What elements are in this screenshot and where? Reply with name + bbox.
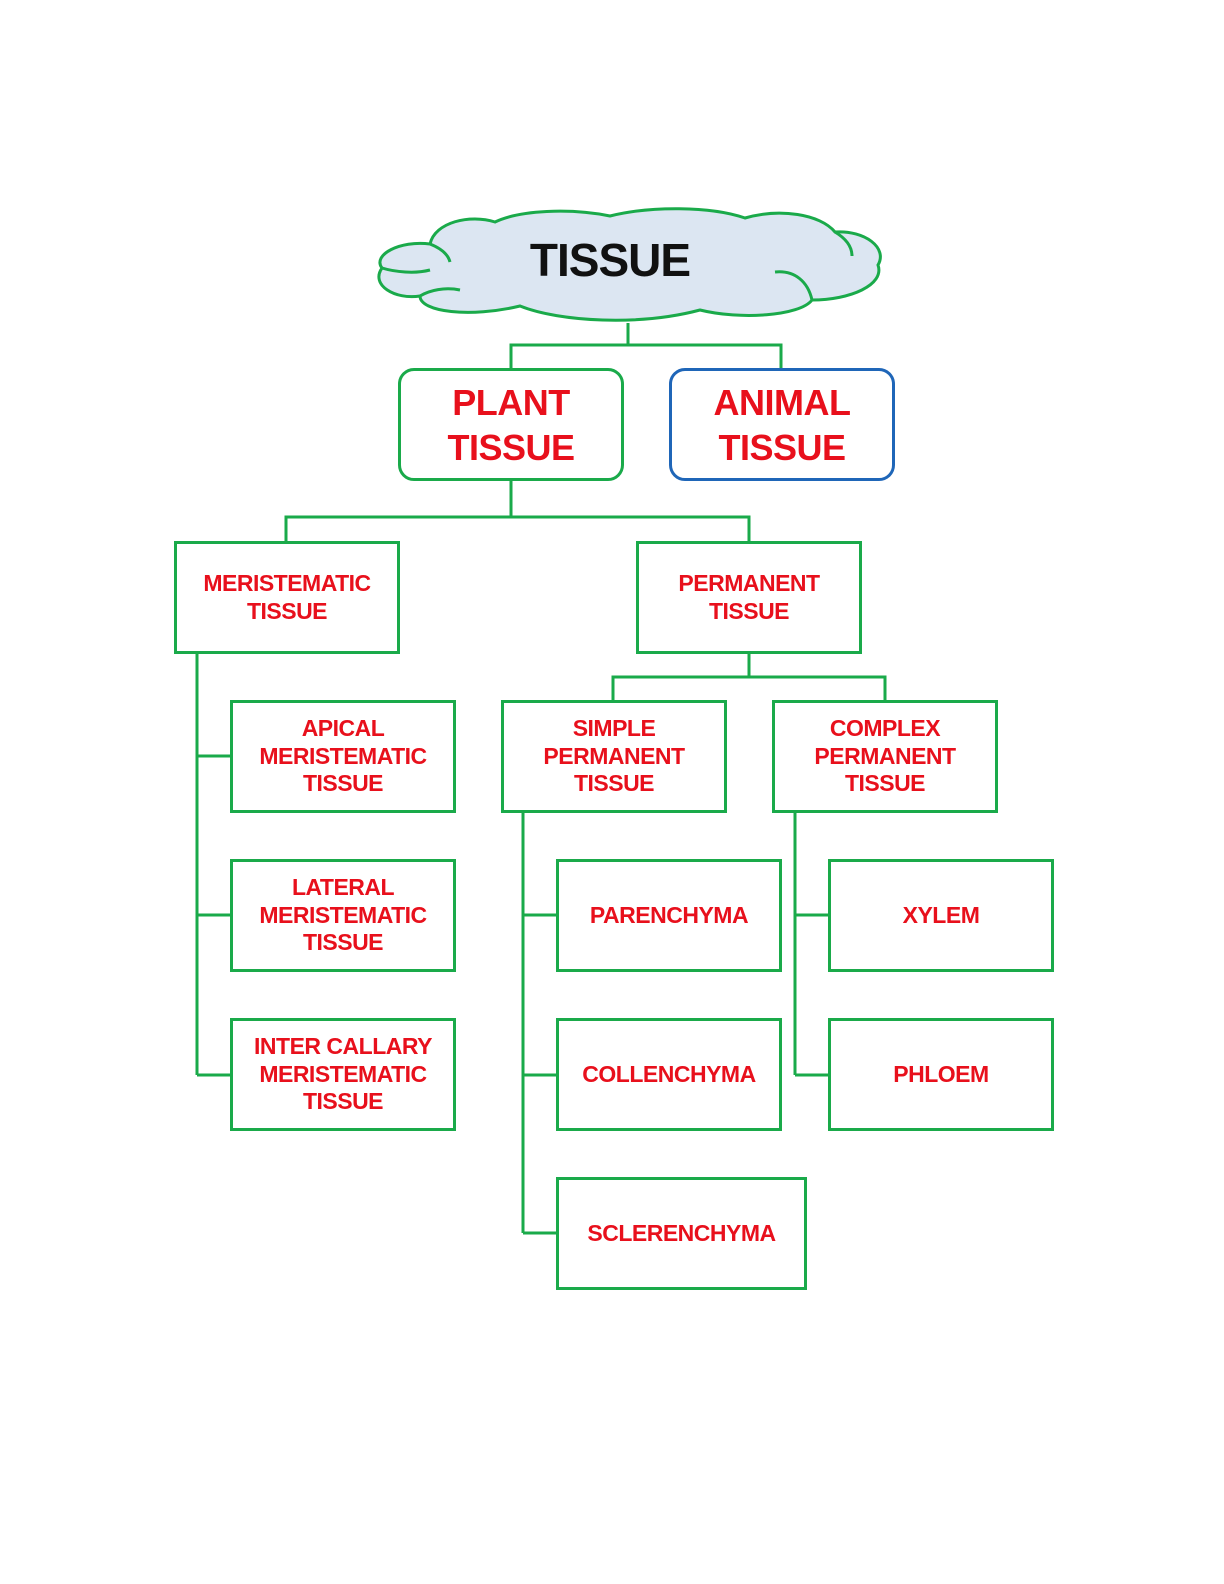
xylem-node: XYLEM [828,859,1054,972]
intercalary-meristematic-node: INTER CALLARY MERISTEMATIC TISSUE [230,1018,456,1131]
meristematic-tissue-node: MERISTEMATIC TISSUE [174,541,400,654]
parenchyma-node: PARENCHYMA [556,859,782,972]
cloud-inner-curve [774,270,814,301]
sclerenchyma-node: SCLERENCHYMA [556,1177,807,1290]
tree-lines [195,323,887,1235]
collenchyma-node: COLLENCHYMA [556,1018,782,1131]
cloud-inner-curve [419,287,461,298]
cloud-inner-curve [834,230,854,257]
permanent-tissue-node: PERMANENT TISSUE [636,541,862,654]
cloud-inner-curve [381,266,431,274]
root-cloud [377,207,882,322]
phloem-node: PHLOEM [828,1018,1054,1131]
lateral-meristematic-node: LATERAL MERISTEMATIC TISSUE [230,859,456,972]
plant-tissue-node: PLANT TISSUE [398,368,624,481]
cloud-shape [377,207,882,322]
root-title: TISSUE [529,234,691,286]
apical-meristematic-node: APICAL MERISTEMATIC TISSUE [230,700,456,813]
cloud-inner-curve [429,242,452,263]
complex-permanent-node: COMPLEX PERMANENT TISSUE [772,700,998,813]
simple-permanent-node: SIMPLE PERMANENT TISSUE [501,700,727,813]
animal-tissue-node: ANIMAL TISSUE [669,368,895,481]
